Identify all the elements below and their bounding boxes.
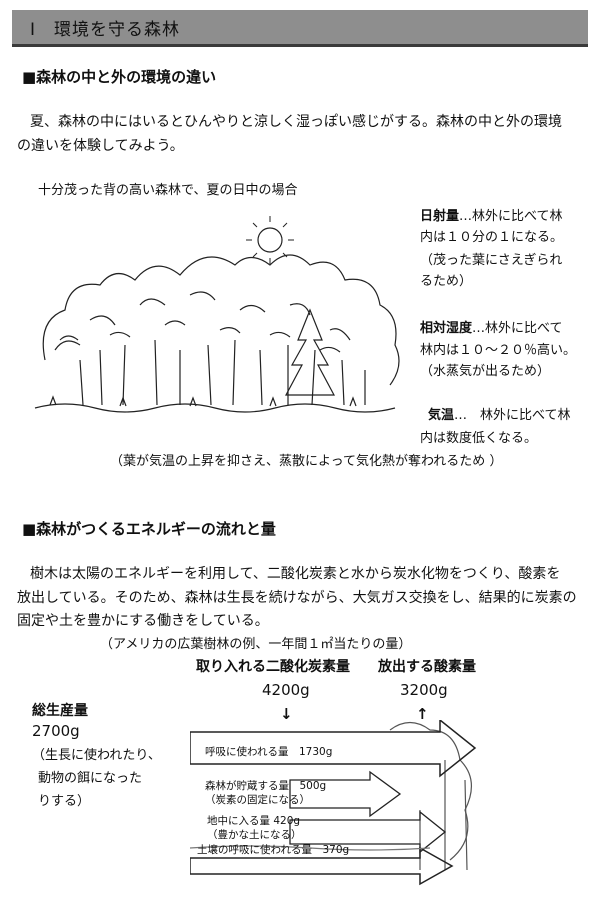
solar-note-2: るため）	[420, 274, 473, 289]
energy-flow-diagram	[190, 720, 477, 886]
flow-respiration-label: 呼吸に使われる量	[205, 746, 289, 758]
gross-note-2: 動物の餌になった	[38, 771, 143, 786]
gross-note-3: りする）	[38, 794, 91, 809]
term-solar-radiation: 日射量	[420, 209, 460, 224]
term-relative-humidity: 相対湿度	[420, 321, 473, 336]
para-line-2: 放出している。そのため、森林は生長を続けながら、大気ガス交換をし、結果的に炭素の	[17, 590, 577, 606]
flow-label-soil-respiration: 土壌の呼吸に使われる量 370g	[197, 842, 349, 857]
flow-respiration-value: 1730g	[298, 746, 333, 758]
flow-storage-sub: （炭素の固定になる）	[205, 794, 310, 806]
o2-release-value: 3200g	[400, 681, 448, 699]
gross-note-1: （生長に使われたり、	[32, 748, 161, 763]
humidity-desc-1: …林外に比べて	[472, 321, 563, 336]
section-heading-environment: ■森林の中と外の環境の違い	[22, 68, 217, 86]
example-note: （アメリカの広葉樹林の例、一年間１㎡当たりの量）	[100, 637, 412, 652]
o2-release-label: 放出する酸素量	[378, 659, 476, 675]
intro-line-1: 夏、森林の中にはいるとひんやりと涼しく湿っぽい感じがする。森林の中と外の環境	[30, 114, 562, 130]
item-temperature-line-1: 気温… 林外に比べて林	[428, 405, 571, 426]
item-solar-line-1: 日射量…林外に比べて林	[420, 206, 563, 227]
flow-storage-value: 500g	[299, 780, 327, 792]
para-line-3: 固定や土を豊かにする働きをしている。	[17, 613, 269, 629]
para-line-1: 樹木は太陽のエネルギーを利用して、二酸化炭素と水から炭水化物をつくり、酸素を	[30, 566, 561, 582]
soil-respiration-arrow	[190, 846, 454, 886]
soil-arrow	[289, 810, 447, 854]
flow-soil-sub: （豊かな土になる）	[207, 829, 302, 841]
storage-arrow	[289, 770, 402, 818]
flow-soil-value: 420g	[273, 815, 301, 827]
page-title: Ⅰ 環境を守る森林	[30, 20, 181, 40]
flow-soil-label: 地中に入る量	[207, 815, 270, 827]
flow-label-soil: 地中に入る量 420g	[207, 813, 300, 828]
flow-label-storage: 森林が貯蔵する量 500g	[205, 778, 326, 793]
forest-illustration	[34, 216, 400, 413]
intro-line-2: の違いを体験してみよう。	[17, 138, 184, 154]
solar-desc-2: 内は１０分の１になる。	[420, 230, 564, 245]
solar-desc-1: …林外に比べて林	[459, 209, 563, 224]
co2-intake-label: 取り入れる二酸化炭素量	[196, 659, 350, 675]
gross-production-value: 2700g	[32, 722, 80, 740]
co2-intake-value: 4200g	[262, 681, 310, 699]
flow-label-respiration: 呼吸に使われる量 1730g	[205, 744, 332, 759]
respiration-arrow	[190, 720, 477, 778]
flow-soil-respiration-value: 370g	[322, 844, 350, 856]
temperature-desc-1: … 林外に比べて林	[454, 408, 571, 423]
scene-caption: 十分茂った背の高い森林で、夏の日中の場合	[38, 183, 298, 198]
gross-production-label: 総生産量	[32, 703, 88, 719]
flow-soil-respiration-label: 土壌の呼吸に使われる量	[197, 844, 312, 856]
header-bar: Ⅰ 環境を守る森林	[12, 10, 588, 47]
humidity-desc-2: 林内は１０～２０％高い。	[420, 343, 577, 358]
flow-storage-label: 森林が貯蔵する量	[205, 780, 289, 792]
arrow-down-icon: ↓	[280, 705, 293, 723]
item-humidity-line-1: 相対湿度…林外に比べて	[420, 318, 563, 339]
arrow-up-icon: ↑	[416, 705, 429, 723]
solar-note-1: （茂った葉にさえぎられ	[420, 253, 563, 268]
temperature-desc-2: 内は数度低くなる。	[420, 431, 538, 446]
term-temperature: 気温	[428, 408, 455, 423]
humidity-note-1: （水蒸気が出るため）	[420, 364, 551, 379]
section1-footnote: （葉が気温の上昇を抑さえ、蒸散によって気化熱が奪われるため ）	[110, 454, 503, 469]
section-heading-energy: ■森林がつくるエネルギーの流れと量	[22, 520, 276, 538]
